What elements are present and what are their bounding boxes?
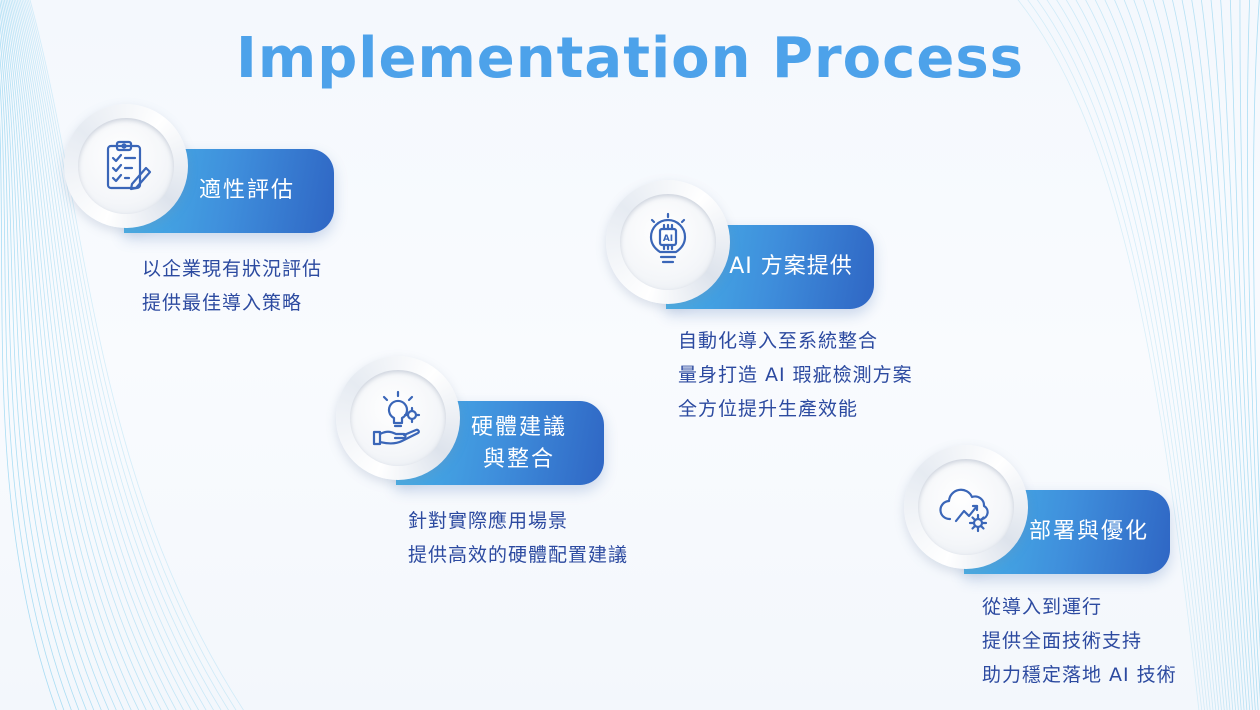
- clipboard-checklist-icon: [106, 140, 152, 191]
- cloud-gear-icon: [939, 488, 989, 533]
- step-deploy-label: 部署與優化: [1028, 519, 1149, 544]
- step-hardware-label-line1: 硬體建議: [470, 415, 567, 440]
- description-line: 提供全面技術支持: [982, 630, 1143, 652]
- step-deploy: 部署與優化: [904, 445, 1194, 585]
- step-hardware-badge: [336, 356, 460, 480]
- step-deploy-badge: [904, 445, 1028, 569]
- step-hardware-description: 針對實際應用場景 提供高效的硬體配置建議: [408, 504, 628, 572]
- step-assessment: 適性評估: [64, 104, 354, 244]
- step-deploy-description: 從導入到運行 提供全面技術支持 助力穩定落地 AI 技術: [982, 590, 1177, 692]
- step-assessment-description: 以企業現有狀況評估 提供最佳導入策略: [142, 252, 322, 320]
- description-line: 全方位提升生產效能: [678, 398, 859, 420]
- description-line: 量身打造 AI 瑕疵檢測方案: [678, 364, 913, 386]
- description-line: 針對實際應用場景: [408, 510, 569, 532]
- step-hardware: 硬體建議 與整合: [336, 356, 626, 496]
- description-line: 助力穩定落地 AI 技術: [982, 664, 1177, 686]
- description-line: 從導入到運行: [982, 596, 1103, 618]
- hand-lightbulb-gear-icon: [372, 390, 421, 446]
- step-ai-solution: AI 方案提供 AI: [606, 180, 896, 320]
- step-assessment-badge: [64, 104, 188, 228]
- description-line: 自動化導入至系統整合: [678, 330, 879, 352]
- step-hardware-label-line2: 與整合: [482, 447, 555, 472]
- description-line: 提供高效的硬體配置建議: [408, 544, 629, 566]
- page-title: Implementation Process: [236, 26, 1024, 91]
- step-assessment-label: 適性評估: [198, 178, 295, 203]
- ai-lightbulb-icon: AI: [649, 212, 687, 264]
- step-ai-solution-label: AI 方案提供: [729, 254, 853, 279]
- description-line: 提供最佳導入策略: [142, 292, 303, 314]
- step-ai-solution-badge: AI: [606, 180, 730, 304]
- description-line: 以企業現有狀況評估: [142, 258, 323, 280]
- svg-text:AI: AI: [663, 234, 673, 244]
- step-ai-solution-description: 自動化導入至系統整合 量身打造 AI 瑕疵檢測方案 全方位提升生產效能: [678, 324, 913, 426]
